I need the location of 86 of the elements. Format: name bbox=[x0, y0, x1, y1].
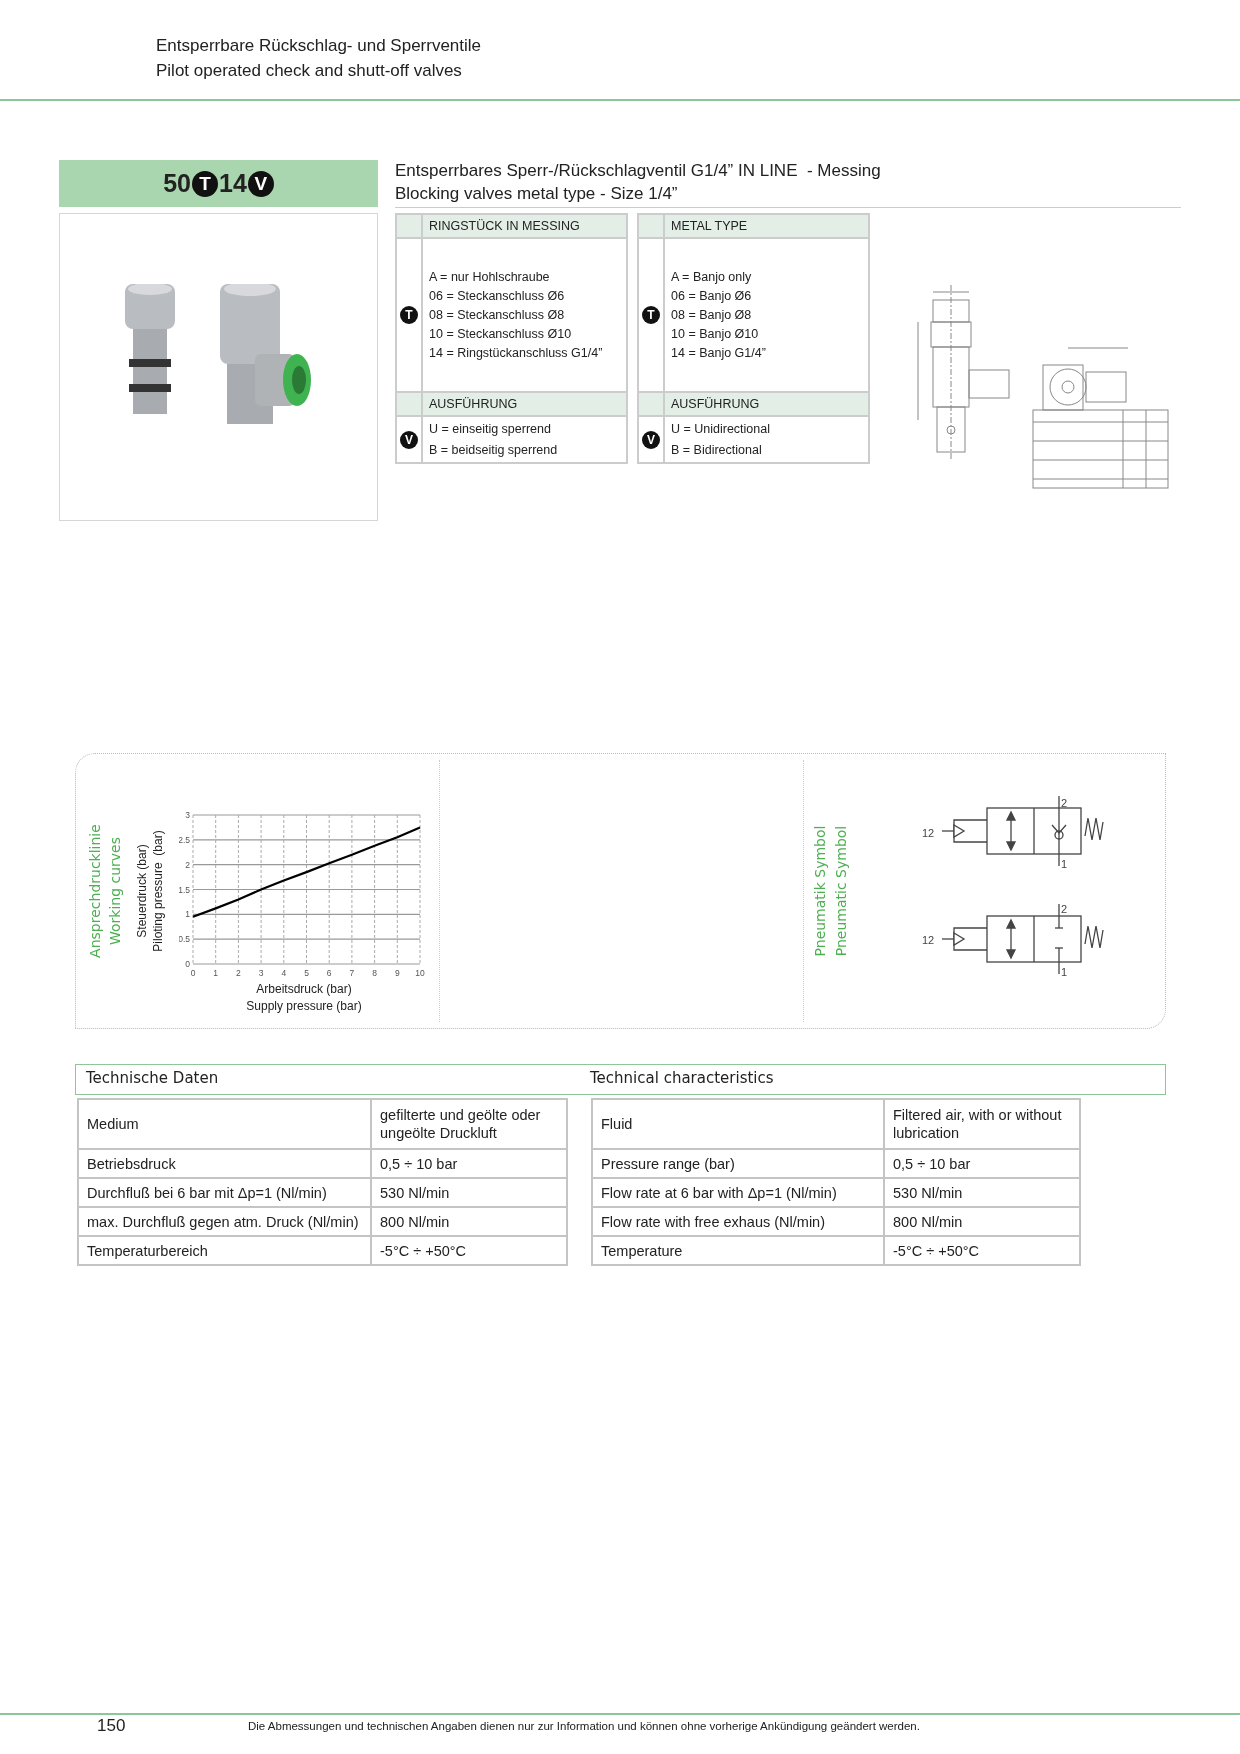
section-title: Blocking valves metal type - Size 1/4” bbox=[395, 183, 678, 205]
tick-label: 0 bbox=[185, 959, 190, 969]
section-heading: Technische Daten bbox=[86, 1069, 219, 1087]
port-number: 2 bbox=[1061, 797, 1068, 809]
table-cell: Betriebsdruck bbox=[78, 1149, 371, 1178]
table-header-cell: METAL TYPE bbox=[664, 214, 869, 238]
table-cell: max. Durchfluß gegen atm. Druck (Nl/min) bbox=[78, 1207, 371, 1236]
table-cell: Medium bbox=[78, 1099, 371, 1149]
port-number: 1 bbox=[1061, 858, 1068, 870]
table-cell: gefilterte und geölte oder ungeölte Druckluft bbox=[371, 1099, 567, 1149]
side-heading: Pneumatic Symbol bbox=[833, 825, 849, 957]
option-text: 10 = Banjo Ø10 bbox=[671, 325, 760, 343]
axis-label: Steuerdruck (bar) bbox=[135, 844, 149, 938]
circled-letter: T bbox=[400, 306, 418, 324]
table-cell: Fluid bbox=[592, 1099, 884, 1149]
option-text: U = einseitig sperrend bbox=[429, 420, 552, 438]
port-number: 1 bbox=[1061, 966, 1068, 978]
option-text: U = Unidirectional bbox=[671, 420, 771, 438]
option-text: B = beidseitig sperrend bbox=[429, 441, 559, 459]
axis-label: Piloting pressure (bar) bbox=[151, 830, 165, 952]
table-cell: Filtered air, with or without lubrication bbox=[884, 1099, 1080, 1149]
table-cell: 0,5 ÷ 10 bar bbox=[884, 1149, 1080, 1178]
option-text: 08 = Steckanschluss Ø8 bbox=[429, 306, 566, 324]
table-cell: Temperaturbereich bbox=[78, 1236, 371, 1265]
code-text: 14 bbox=[219, 169, 247, 198]
table-cell: -5°C ÷ +50°C bbox=[371, 1236, 567, 1265]
code-text: 50 bbox=[163, 169, 191, 198]
option-text: A = nur Hohlschraube bbox=[429, 268, 551, 286]
side-heading: Pneumatik Symbol bbox=[812, 825, 828, 957]
tick-label: 7 bbox=[349, 968, 355, 978]
tick-label: 2 bbox=[236, 968, 241, 978]
tick-label: 3 bbox=[258, 968, 264, 978]
table-cell: -5°C ÷ +50°C bbox=[884, 1236, 1080, 1265]
circled-letter: T bbox=[642, 306, 660, 324]
option-text: 06 = Banjo Ø6 bbox=[671, 287, 753, 305]
tick-label: 0.5 bbox=[179, 934, 190, 945]
option-text: 14 = Ringstückanschluss G1/4” bbox=[429, 344, 604, 362]
table-cell: Pressure range (bar) bbox=[592, 1149, 884, 1178]
circled-letter: V bbox=[642, 430, 660, 449]
tick-label: 2 bbox=[185, 859, 190, 870]
tick-label: 4 bbox=[281, 968, 287, 978]
tick-label: 5 bbox=[304, 968, 309, 978]
tick-label: 9 bbox=[394, 968, 400, 978]
option-text: 08 = Banjo Ø8 bbox=[671, 306, 753, 324]
table-cell: 800 Nl/min bbox=[371, 1207, 567, 1236]
circled-letter: V bbox=[247, 170, 274, 197]
tick-label: 8 bbox=[372, 968, 377, 978]
table-cell: Temperature bbox=[592, 1236, 884, 1265]
tick-label: 3 bbox=[185, 810, 190, 820]
side-heading: Working curves bbox=[107, 836, 123, 946]
table-cell: Durchfluß bei 6 bar mit Δp=1 (Nl/min) bbox=[78, 1178, 371, 1207]
section-title: Entsperrbares Sperr-/Rückschlagventil G1/4” IN LINE - Messing bbox=[395, 160, 881, 182]
table-cell: Flow rate with free exhaus (Nl/min) bbox=[592, 1207, 884, 1236]
tick-label: 2.5 bbox=[179, 834, 190, 845]
table-cell: 0,5 ÷ 10 bar bbox=[371, 1149, 567, 1178]
tick-label: 6 bbox=[326, 968, 332, 978]
tick-label: 10 bbox=[415, 968, 425, 978]
port-number: 12 bbox=[922, 827, 935, 839]
table-cell: 530 Nl/min bbox=[371, 1178, 567, 1207]
table-header-cell: AUSFÜHRUNG bbox=[664, 392, 869, 416]
axis-label: Arbeitsdruck (bar) bbox=[255, 982, 353, 996]
tick-label: 0 bbox=[190, 968, 196, 978]
table-cell: 530 Nl/min bbox=[884, 1178, 1080, 1207]
option-text: A = Banjo only bbox=[671, 268, 753, 286]
tick-label: 1.5 bbox=[179, 884, 190, 895]
footnote: Die Abmessungen und technischen Angaben dienen nur zur Information und können ohne vorherige Ankündigung geändert werden. bbox=[248, 1720, 920, 1732]
table-header-cell: AUSFÜHRUNG bbox=[422, 392, 627, 416]
option-text: B = Bidirectional bbox=[671, 441, 763, 459]
side-heading: Ansprechdrucklinie bbox=[87, 824, 103, 958]
table-header-cell: RINGSTÜCK IN MESSING bbox=[422, 214, 627, 238]
section-heading: Technical characteristics bbox=[590, 1069, 774, 1087]
page-number: 150 bbox=[97, 1716, 126, 1736]
table-cell: Flow rate at 6 bar with Δp=1 (Nl/min) bbox=[592, 1178, 884, 1207]
port-number: 12 bbox=[922, 934, 935, 946]
tick-label: 1 bbox=[213, 968, 219, 978]
axis-label: Supply pressure (bar) bbox=[245, 999, 363, 1013]
circled-letter: V bbox=[400, 430, 418, 449]
port-number: 2 bbox=[1061, 903, 1068, 915]
page-heading: Entsperrbare Rückschlag- und Sperrventile bbox=[156, 35, 482, 57]
page-heading: Pilot operated check and shutt-off valves bbox=[156, 60, 462, 82]
circled-letter: T bbox=[192, 170, 218, 197]
tick-label: 1 bbox=[185, 909, 190, 920]
option-text: 14 = Banjo G1/4” bbox=[671, 344, 767, 362]
table-cell: 800 Nl/min bbox=[884, 1207, 1080, 1236]
option-text: 10 = Steckanschluss Ø10 bbox=[429, 325, 573, 343]
option-text: 06 = Steckanschluss Ø6 bbox=[429, 287, 566, 305]
